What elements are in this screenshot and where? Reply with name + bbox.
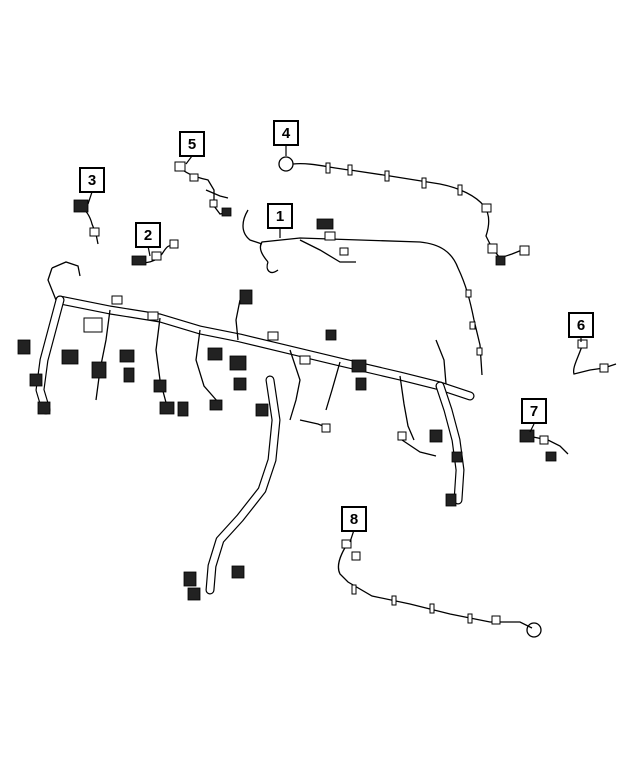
callout-8-label: 8 bbox=[350, 511, 358, 528]
harness-part-2 bbox=[131, 239, 179, 266]
harness-part-4 bbox=[278, 156, 530, 266]
callout-5-label: 5 bbox=[188, 136, 196, 153]
callout-4: 4 bbox=[273, 120, 299, 146]
harness-part-6 bbox=[572, 339, 617, 375]
instrument-panel-harness bbox=[17, 261, 475, 601]
callout-3: 3 bbox=[79, 167, 105, 193]
callout-6: 6 bbox=[568, 312, 594, 338]
callout-7: 7 bbox=[521, 398, 547, 424]
harness-part-5 bbox=[174, 161, 232, 217]
callout-7-label: 7 bbox=[530, 403, 538, 420]
callout-5: 5 bbox=[179, 131, 205, 157]
harness-part-3 bbox=[73, 199, 100, 245]
harness-part-7 bbox=[519, 429, 569, 462]
callout-3-label: 3 bbox=[88, 172, 96, 189]
harness-part-8 bbox=[337, 539, 542, 638]
callout-1-label: 1 bbox=[276, 208, 284, 225]
callout-1: 1 bbox=[267, 203, 293, 229]
callout-6-label: 6 bbox=[577, 317, 585, 334]
callout-2-label: 2 bbox=[144, 227, 152, 244]
callout-4-label: 4 bbox=[282, 125, 291, 142]
harness-part-1 bbox=[242, 209, 483, 376]
callout-2: 2 bbox=[135, 222, 161, 248]
callout-8: 8 bbox=[341, 506, 367, 532]
